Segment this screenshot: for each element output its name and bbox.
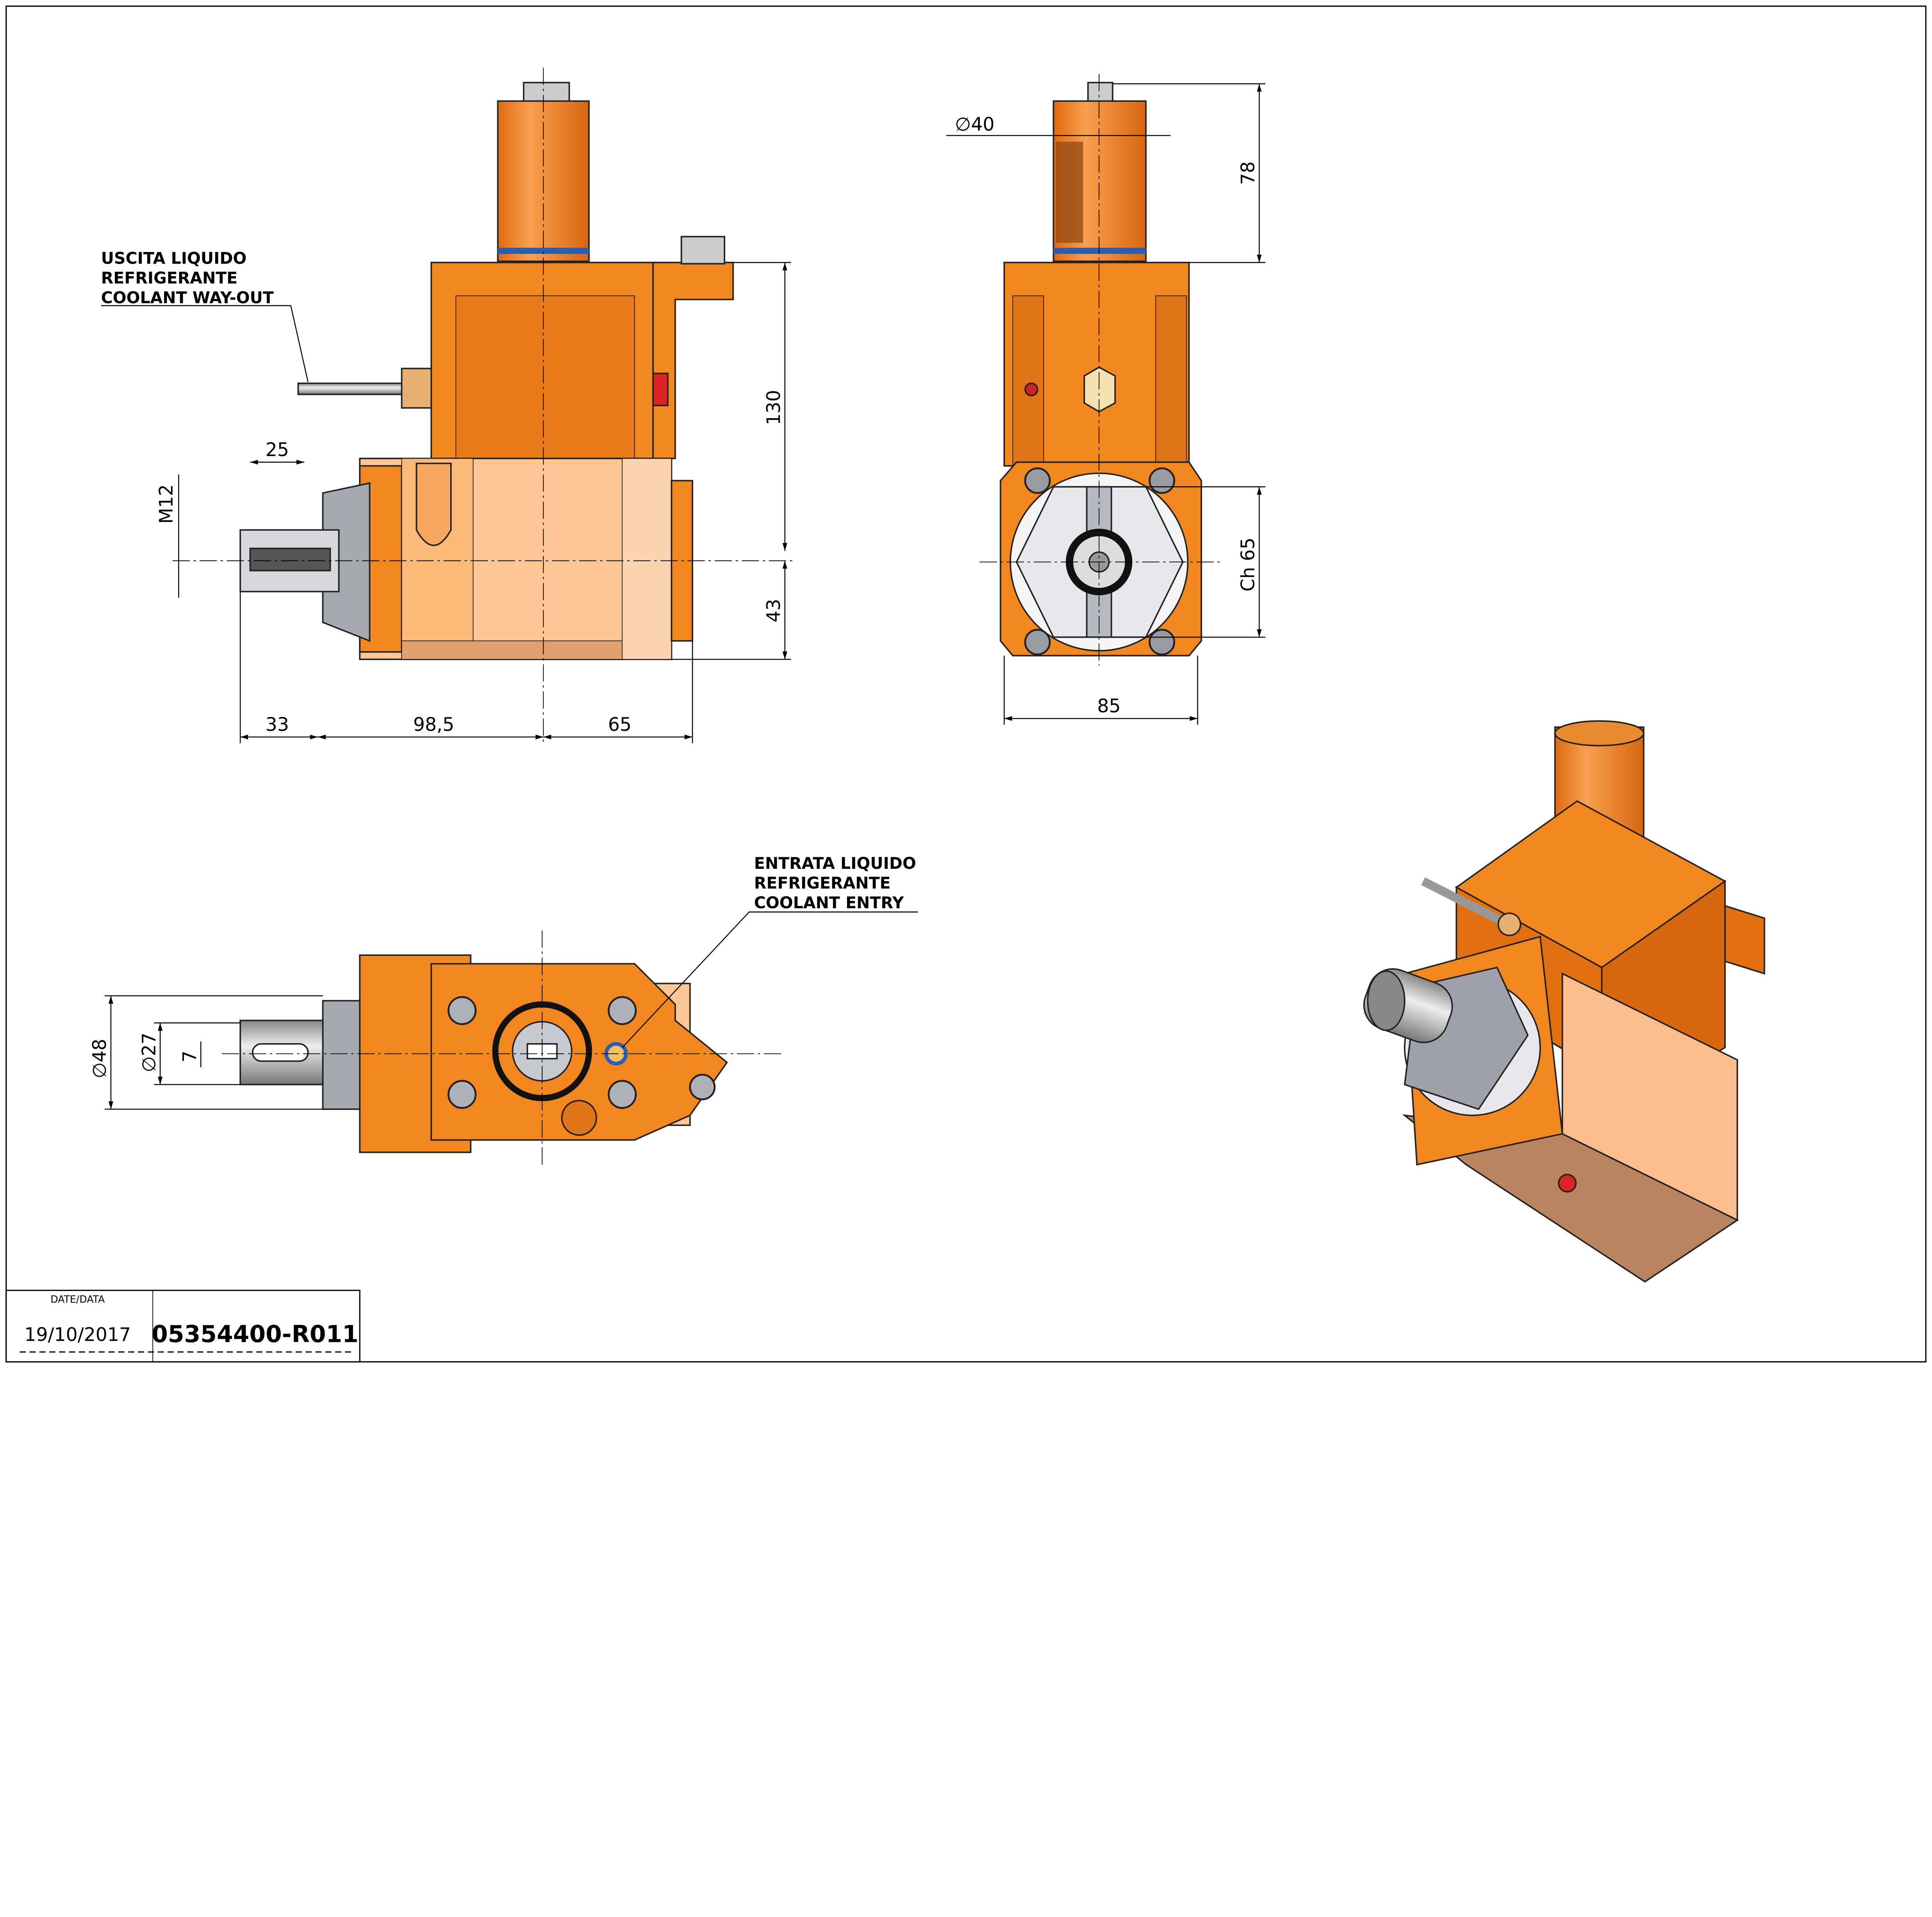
front-view: 25 M12 33 98,5 65 130 43 USCITA LIQUIDO … [101, 68, 795, 746]
coolant-port [1024, 382, 1038, 397]
dim-dia27-label: ∅27 [139, 1033, 160, 1073]
part-number: 05354400-R011 [151, 1321, 358, 1348]
dim-130-label: 130 [763, 390, 784, 425]
body-slot-left [1012, 295, 1044, 466]
title-block-frame [5, 1290, 361, 1363]
bolt-icon [607, 996, 637, 1025]
bolt-icon [689, 1074, 716, 1100]
technical-drawing: 25 M12 33 98,5 65 130 43 USCITA LIQUIDO … [5, 5, 1927, 1363]
rack-teeth [1056, 141, 1083, 243]
base-bolts [447, 996, 716, 1109]
dim-dia48-label: ∅48 [89, 1039, 111, 1079]
bracket [652, 262, 734, 460]
bracket-bolt [680, 236, 725, 265]
callout-in-line3: COOLANT ENTRY [754, 894, 905, 912]
iso-coolant-fitting [1497, 912, 1521, 936]
coolant-fitting-hex [1083, 366, 1116, 413]
callout-in-line2: REFRIGERANTE [754, 874, 891, 892]
bolt-icon [447, 1080, 477, 1109]
coolant-channel [415, 463, 452, 546]
iso-bracket [1724, 905, 1765, 975]
bolt-icon [1148, 629, 1175, 655]
drawing-border [5, 5, 1927, 1363]
plug [561, 1100, 597, 1136]
tie-rod [249, 548, 331, 572]
bolt-icon [1148, 467, 1175, 494]
coolant-plug [652, 373, 669, 407]
keyway [252, 1043, 309, 1062]
callout-out-line2: REFRIGERANTE [101, 269, 237, 287]
bolt-icon [1024, 467, 1051, 494]
coolant-fitting [401, 368, 432, 409]
dim-85-label: 85 [1097, 696, 1121, 717]
iso-shaft-end [1367, 970, 1406, 1031]
dim-33-label: 33 [265, 714, 289, 735]
coolant-tube [297, 382, 408, 395]
title-block: DATE/DATA 19/10/2017 05354400-R011 [5, 1290, 361, 1363]
dim-m12-label: M12 [156, 484, 177, 524]
o-ring [1053, 247, 1146, 254]
upper-body-rib [455, 295, 635, 459]
o-ring [498, 247, 589, 254]
iso-motor-top [1554, 720, 1645, 747]
dim-98-5-label: 98,5 [413, 714, 454, 735]
dim-dia40-label: ∅40 [955, 114, 995, 135]
housing-right [622, 458, 672, 660]
nut [322, 1000, 361, 1110]
iso-coolant-plug [1558, 1173, 1577, 1193]
date-label: DATE/DATA [51, 1294, 105, 1306]
bolt-icon [447, 996, 477, 1025]
callout-out-line1: USCITA LIQUIDO [101, 249, 247, 267]
dim-43-label: 43 [763, 599, 784, 622]
bolt-icon [607, 1080, 637, 1109]
callout-leader-in [622, 911, 918, 1048]
motor-cap-bolt [1087, 82, 1114, 104]
dim-25-label: 25 [265, 439, 289, 461]
isometric-view [1363, 720, 1765, 1283]
callout-out-line3: COOLANT WAY-OUT [101, 288, 274, 307]
callout-leader-out [101, 305, 309, 382]
body-slot-right [1155, 295, 1187, 466]
dim-78-label: 78 [1238, 161, 1259, 185]
side-view: ∅40 78 Ch 65 85 [946, 74, 1265, 725]
bottom-view: ∅48 ∅27 7 ENTRATA LIQUIDO REFRIGERANTE C… [89, 854, 918, 1165]
dim-65-label: 65 [608, 714, 632, 735]
iso-coolant-tube [1421, 877, 1505, 926]
base-plate [430, 963, 728, 1141]
callout-in-line1: ENTRATA LIQUIDO [754, 854, 916, 873]
dim-7-label: 7 [179, 1050, 201, 1062]
bolt-icon [1024, 629, 1051, 655]
dim-ch65-label: Ch 65 [1238, 538, 1259, 592]
date-value: 19/10/2017 [24, 1324, 131, 1345]
